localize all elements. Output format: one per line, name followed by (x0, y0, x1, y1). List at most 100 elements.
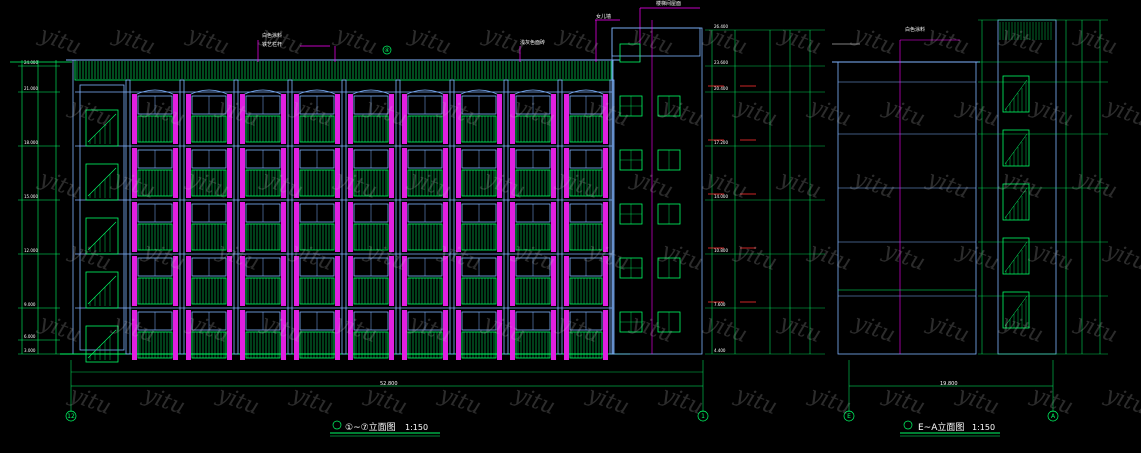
side-stair-window (1002, 291, 1030, 329)
side-stair-flight (1004, 79, 1028, 111)
main-title: ①~⑦立面图 (345, 421, 396, 433)
column (503, 79, 509, 355)
watermark-text: yitu (731, 94, 780, 132)
window-pier-left (132, 256, 137, 306)
window-pier-right (497, 148, 502, 198)
level-label-left: 15.000 (24, 194, 38, 199)
stair-window (85, 109, 119, 147)
watermark-text: yitu (1071, 166, 1120, 204)
balcony-railing (569, 115, 603, 143)
window-pier-left (564, 202, 569, 252)
window-pier-right (551, 310, 556, 360)
labels: ①~⑦立面图 1:150 E~A立面图 1:150 52.800 19.800 … (67, 0, 1056, 433)
stair-flight (87, 275, 117, 305)
window-pier-right (389, 256, 394, 306)
stair-window (85, 271, 119, 309)
level-label-right: 20.400 (714, 86, 728, 91)
side-stair-window (1002, 129, 1030, 167)
axis-label-e: E (847, 413, 851, 420)
floor-lines (75, 91, 612, 309)
stair-flight (87, 167, 117, 197)
watermark-text: yitu (361, 382, 410, 420)
window-pier-right (173, 202, 178, 252)
window-pier-left (456, 148, 461, 198)
window-pier-left (564, 310, 569, 360)
level-label-right: 4.400 (714, 348, 726, 353)
window-pier-right (497, 94, 502, 144)
window-pier-right (603, 94, 608, 144)
watermark-text: yitu (923, 166, 972, 204)
stair-tower-frame (79, 84, 125, 351)
axis-label-12: 12 (67, 413, 75, 420)
window-pier-right (173, 94, 178, 144)
window-pier-left (510, 310, 515, 360)
window-pier-left (348, 148, 353, 198)
watermark-text: yitu (65, 238, 114, 276)
window-pier-right (173, 256, 178, 306)
watermark-text: yitu (1071, 22, 1120, 60)
window-pier-right (335, 94, 340, 144)
watermark-text: yitu (849, 310, 898, 348)
window-pier-left (456, 202, 461, 252)
level-label-left: 24.000 (24, 60, 38, 65)
axis-bubble (843, 410, 855, 422)
window-pier-left (186, 202, 191, 252)
watermark-text: yitu (553, 166, 602, 204)
watermark-text: yitu (287, 382, 336, 420)
window-pier-left (186, 148, 191, 198)
window-pier-right (389, 310, 394, 360)
side-stair-window (1002, 237, 1030, 275)
side-roof-note: 白色涂料 (905, 26, 925, 33)
window-pier-right (227, 202, 232, 252)
window-pier-right (551, 94, 556, 144)
roof-railing (74, 59, 613, 81)
window-pier-right (443, 94, 448, 144)
window-pier-left (294, 256, 299, 306)
stair-window (85, 163, 119, 201)
watermark-text: yitu (35, 22, 84, 60)
columns (125, 79, 615, 355)
level-label-right: 26.400 (714, 24, 728, 29)
watermark-text: yitu (1101, 94, 1141, 132)
watermark-text: yitu (657, 238, 706, 276)
watermark-text: yitu (775, 310, 824, 348)
window-pier-left (402, 310, 407, 360)
watermark-text: yitu (879, 94, 928, 132)
watermark-text: yitu (405, 22, 454, 60)
level-label-left: 6.000 (24, 334, 36, 339)
watermark-text: yitu (879, 382, 928, 420)
window-pier-right (281, 94, 286, 144)
watermark-text: yitu (657, 382, 706, 420)
column (557, 79, 563, 355)
side-stair-flight (1004, 187, 1028, 219)
level-label-right: 14.000 (714, 194, 728, 199)
window-pier-left (186, 310, 191, 360)
window-pier-right (551, 202, 556, 252)
wall-note: 浅灰色面砖 (520, 39, 545, 46)
window-pier-right (497, 310, 502, 360)
side-title: E~A立面图 (918, 421, 964, 433)
right-dimension-chain: 26.40023.60020.40017.20014.00010.8007.60… (705, 24, 825, 355)
balcony-railing (569, 331, 603, 359)
balcony-railing (569, 223, 603, 251)
window-pier-right (227, 148, 232, 198)
balcony-railing (569, 169, 603, 197)
watermark-layer: yitu yitu yitu yitu yitu yitu yitu yitu yitu yitu… (35, 22, 1141, 420)
window-pier-left (240, 148, 245, 198)
watermark-text: yitu (731, 238, 780, 276)
window-pier-left (240, 256, 245, 306)
watermark-text: yitu (1027, 238, 1076, 276)
level-label-left: 9.000 (24, 302, 36, 307)
window-pier-right (335, 310, 340, 360)
main-elevation (60, 7, 703, 363)
window-pier-left (186, 256, 191, 306)
watermark-text: yitu (183, 22, 232, 60)
side-total-dimension: 19.800 (940, 381, 958, 387)
watermark-text: yitu (509, 382, 558, 420)
left-dimension-chain: 24.00021.00018.00015.00012.0009.0006.000… (10, 60, 72, 355)
watermark-text: yitu (213, 382, 262, 420)
watermark-text: yitu (553, 310, 602, 348)
grid-mark: ④ (384, 47, 389, 54)
side-stair-window (1002, 75, 1030, 113)
level-label-right: 23.600 (714, 60, 728, 65)
